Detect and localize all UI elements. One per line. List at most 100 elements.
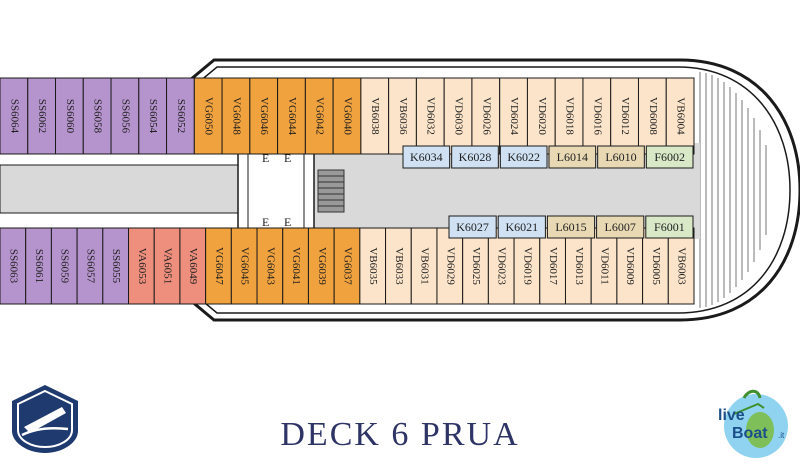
cabin-vg6048[interactable]: VG6048 xyxy=(221,77,251,155)
cabin-k6034[interactable]: K6034 xyxy=(402,145,451,169)
stairs-icon xyxy=(317,169,345,213)
cabin-vb6003[interactable]: VB6003 xyxy=(667,227,695,305)
cabin-vg6050[interactable]: VG6050 xyxy=(193,77,223,155)
cabin-label: SS6064 xyxy=(8,99,20,134)
svg-text:.it: .it xyxy=(778,431,785,440)
deck-title: DECK 6 PRUA xyxy=(280,416,520,453)
cabin-vd6013[interactable]: VD6013 xyxy=(564,227,592,305)
cabin-vd6024[interactable]: VD6024 xyxy=(499,77,528,155)
cabin-vd6011[interactable]: VD6011 xyxy=(590,227,618,305)
cabin-label: VG6045 xyxy=(239,247,251,285)
cabin-label: VD6005 xyxy=(650,247,662,285)
cabin-vg6045[interactable]: VG6045 xyxy=(230,227,258,305)
cabin-label: VA6049 xyxy=(187,248,199,285)
cabin-label: VD6025 xyxy=(470,247,482,285)
cabin-ss6061[interactable]: SS6061 xyxy=(25,227,52,305)
cabin-l6014[interactable]: L6014 xyxy=(548,145,597,169)
cabin-l6007[interactable]: L6007 xyxy=(596,215,645,239)
cabin-vb6031[interactable]: VB6031 xyxy=(410,227,438,305)
cabin-f6002[interactable]: F6002 xyxy=(645,145,694,169)
cabin-vg6047[interactable]: VG6047 xyxy=(205,227,232,305)
cabin-va6053[interactable]: VA6053 xyxy=(128,227,155,305)
cabin-ss6059[interactable]: SS6059 xyxy=(50,227,78,305)
cabin-label: L6014 xyxy=(557,150,588,164)
cabin-label: VD6011 xyxy=(599,247,611,284)
cabin-label: VB6003 xyxy=(676,247,688,285)
cabin-ss6054[interactable]: SS6054 xyxy=(138,77,168,155)
cabin-vb6036[interactable]: VB6036 xyxy=(388,77,417,155)
cabin-vg6040[interactable]: VG6040 xyxy=(332,77,362,155)
cabin-vg6044[interactable]: VG6044 xyxy=(277,77,306,155)
cabin-va6049[interactable]: VA6049 xyxy=(179,227,207,305)
cabin-vd6008[interactable]: VD6008 xyxy=(637,77,667,155)
cabin-label: L6015 xyxy=(555,220,586,234)
cabin-vd6009[interactable]: VD6009 xyxy=(616,227,644,305)
cabin-vb6004[interactable]: VB6004 xyxy=(665,77,695,155)
cabin-vg6037[interactable]: VG6037 xyxy=(333,227,361,305)
cabin-ss6052[interactable]: SS6052 xyxy=(166,77,195,155)
hull-inner-line xyxy=(0,66,791,314)
cabin-vd6023[interactable]: VD6023 xyxy=(487,227,515,305)
cabin-label: VB6031 xyxy=(419,247,431,284)
cabin-ss6063[interactable]: SS6063 xyxy=(0,227,27,305)
cabin-label: VD6008 xyxy=(647,97,659,135)
cabin-vd6030[interactable]: VD6030 xyxy=(443,77,473,155)
cabin-vd6020[interactable]: VD6020 xyxy=(526,77,556,155)
cabin-label: VB6036 xyxy=(397,97,409,135)
cabin-label: SS6060 xyxy=(64,99,76,134)
cabin-k6027[interactable]: K6027 xyxy=(448,215,497,239)
cabin-label: SS6063 xyxy=(7,249,19,284)
cabin-va6051[interactable]: VA6051 xyxy=(153,227,181,305)
cabin-ss6062[interactable]: SS6062 xyxy=(27,77,57,155)
cabin-vd6032[interactable]: VD6032 xyxy=(415,77,445,155)
cabin-ss6060[interactable]: SS6060 xyxy=(55,77,84,155)
cabin-label: F6001 xyxy=(654,220,685,234)
cabin-ss6058[interactable]: SS6058 xyxy=(82,77,112,155)
cabin-vd6005[interactable]: VD6005 xyxy=(642,227,669,305)
cabin-vd6025[interactable]: VD6025 xyxy=(462,227,489,305)
cabin-label: VG6050 xyxy=(203,97,215,135)
cabin-vd6016[interactable]: VD6016 xyxy=(582,77,612,155)
cabin-label: VG6042 xyxy=(314,97,326,135)
cabin-vb6035[interactable]: VB6035 xyxy=(359,227,387,305)
cabin-vd6012[interactable]: VD6012 xyxy=(610,77,639,155)
cabin-k6021[interactable]: K6021 xyxy=(497,215,546,239)
cabin-label: K6028 xyxy=(459,150,492,164)
cabin-vg6039[interactable]: VG6039 xyxy=(307,227,335,305)
cabin-vg6041[interactable]: VG6041 xyxy=(282,227,309,305)
bow-deck-hatching xyxy=(699,72,767,308)
cabin-ss6064[interactable]: SS6064 xyxy=(0,77,29,155)
cruise-ship-logo-icon xyxy=(12,385,78,453)
cabin-l6015[interactable]: L6015 xyxy=(546,215,596,239)
cabin-vd6019[interactable]: VD6019 xyxy=(513,227,541,305)
cabin-label: SS6061 xyxy=(33,249,45,283)
cabin-label: VD6013 xyxy=(573,247,585,285)
cabin-vd6026[interactable]: VD6026 xyxy=(471,77,501,155)
cabin-vd6017[interactable]: VD6017 xyxy=(539,227,566,305)
liveboat-logo-icon: live Boat .it xyxy=(718,389,788,458)
cabin-vg6043[interactable]: VG6043 xyxy=(256,227,284,305)
svg-text:E: E xyxy=(284,151,291,165)
cabin-label: VG6037 xyxy=(341,247,353,285)
cabin-vd6018[interactable]: VD6018 xyxy=(554,77,584,155)
cabin-label: VA6053 xyxy=(136,248,148,285)
cabin-l6010[interactable]: L6010 xyxy=(597,145,645,169)
cabin-vg6042[interactable]: VG6042 xyxy=(304,77,334,155)
cabin-label: VD6012 xyxy=(619,97,631,135)
cabin-k6028[interactable]: K6028 xyxy=(451,145,499,169)
cabin-ss6057[interactable]: SS6057 xyxy=(76,227,104,305)
cabin-k6022[interactable]: K6022 xyxy=(499,145,548,169)
cabin-label: VD6020 xyxy=(536,97,548,135)
cabin-vb6038[interactable]: VB6038 xyxy=(360,77,390,155)
cabin-f6001[interactable]: F6001 xyxy=(645,215,694,239)
cabin-vd6029[interactable]: VD6029 xyxy=(436,227,464,305)
cabin-vg6046[interactable]: VG6046 xyxy=(249,77,279,155)
cabin-vb6033[interactable]: VB6033 xyxy=(385,227,412,305)
cabin-label: K6022 xyxy=(507,150,540,164)
cabin-ss6055[interactable]: SS6055 xyxy=(102,227,130,305)
cabin-label: VG6046 xyxy=(258,97,270,135)
cabin-ss6056[interactable]: SS6056 xyxy=(110,77,140,155)
svg-text:E: E xyxy=(284,215,291,229)
